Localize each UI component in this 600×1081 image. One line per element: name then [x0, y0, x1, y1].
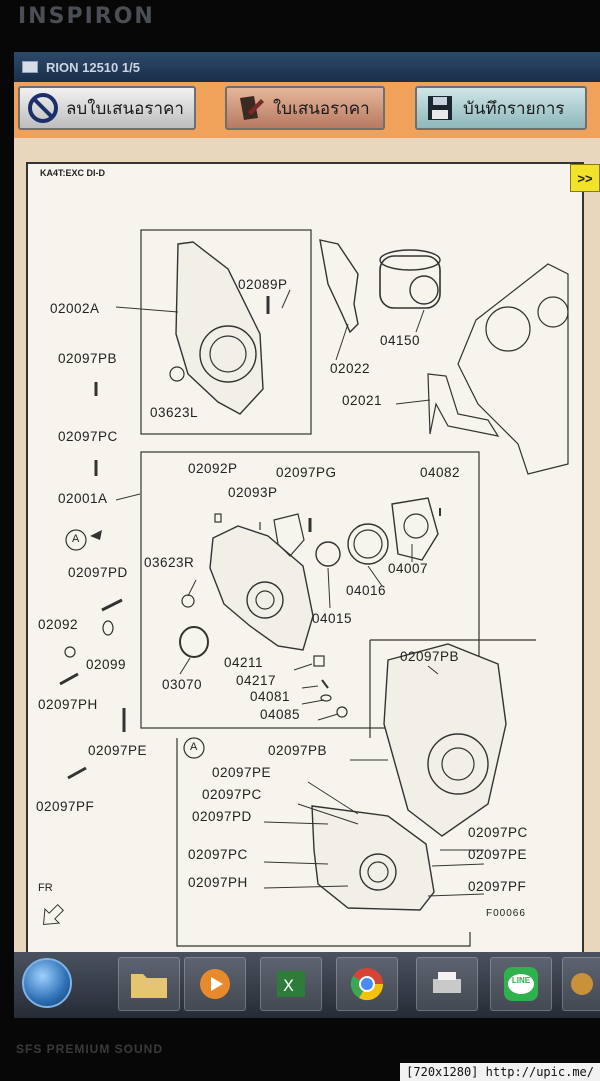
callout-02097ph: 02097PH	[38, 697, 98, 712]
printer-icon[interactable]	[416, 957, 478, 1011]
cover-view-a-lower	[311, 805, 435, 911]
gasket-02022	[319, 239, 359, 334]
view-a-marker-circle-2	[183, 737, 205, 759]
chrome-icon[interactable]	[336, 957, 398, 1011]
callout-02099: 02099	[86, 657, 127, 672]
parts-diagram	[42, 229, 569, 947]
callout-view-a-02097pe: 02097PE	[212, 765, 272, 780]
callout-view-a-02097pc-left: 02097PC	[188, 847, 248, 862]
callout-04016: 04016	[346, 583, 387, 598]
media-player-icon[interactable]	[184, 957, 246, 1011]
quotation-label: ใบเสนอราคา	[273, 98, 370, 119]
front-label: FR	[38, 882, 53, 894]
callout-02097pg: 02097PG	[276, 465, 337, 480]
view-a-marker-label: A	[72, 533, 80, 545]
svg-text:X: X	[283, 976, 294, 995]
oil-seal-03623r	[181, 594, 195, 608]
callout-view-a-02097ph: 02097PH	[188, 875, 248, 890]
pump-cover	[273, 513, 305, 557]
callout-view-a-02097pb-top: 02097PB	[400, 649, 460, 664]
front-arrow-icon	[42, 903, 65, 926]
excel-icon[interactable]: X	[260, 957, 322, 1011]
callout-04007: 04007	[388, 561, 429, 576]
window-title: RION 12510 1/5	[46, 59, 140, 75]
callout-02097pf: 02097PF	[36, 799, 95, 814]
watermark: [720x1280] http://upic.me/	[400, 1063, 600, 1081]
document-pencil-icon	[233, 91, 267, 125]
callout-04211: 04211	[224, 655, 264, 670]
callout-02097pe: 02097PE	[88, 743, 148, 758]
save-record-label: บันทึกรายการ	[463, 98, 565, 119]
middle-group-frame	[140, 451, 480, 729]
callout-03623r: 03623R	[144, 555, 195, 570]
line-icon-label: LINE	[511, 976, 531, 985]
save-record-button[interactable]: บันทึกรายการ	[415, 86, 587, 130]
oil-pump-case	[209, 525, 314, 651]
bottom-brand: SFS PREMIUM SOUND	[16, 1042, 164, 1056]
callout-04082: 04082	[420, 465, 461, 480]
callout-03623l: 03623L	[150, 405, 199, 420]
cover-view-a-upper	[383, 643, 507, 837]
window-titlebar: RION 12510 1/5	[14, 52, 600, 82]
pump-cover-04007	[391, 497, 439, 561]
callout-04217: 04217	[236, 673, 277, 688]
callout-04085: 04085	[260, 707, 301, 722]
prohibited-icon	[26, 91, 60, 125]
callout-view-a-02097pf: 02097PF	[468, 879, 527, 894]
next-page-button[interactable]: >>	[570, 164, 600, 192]
callout-view-a-02097pd: 02097PD	[192, 809, 252, 824]
callout-02021: 02021	[342, 393, 383, 408]
callout-02002a: 02002A	[50, 301, 100, 316]
callout-02097pd: 02097PD	[68, 565, 128, 580]
callout-view-a-02097pc: 02097PC	[202, 787, 262, 802]
window-app-icon	[22, 61, 38, 73]
callout-04015: 04015	[312, 611, 353, 626]
app-icon[interactable]	[562, 957, 600, 1011]
view-a-marker-circle	[65, 529, 87, 551]
toolbar: ลบใบเสนอราคา ใบเสนอราคา บันทึกรายการ	[14, 82, 600, 138]
upper-group-frame	[140, 229, 312, 435]
view-a-frame	[176, 738, 471, 947]
callout-view-a-02097pc-right: 02097PC	[468, 825, 528, 840]
outer-rotor-04016	[347, 523, 389, 565]
figure-code: F00066	[486, 908, 526, 919]
delete-quotation-label: ลบใบเสนอราคา	[66, 98, 184, 119]
callout-02093p: 02093P	[228, 485, 278, 500]
gasket-02021	[427, 373, 500, 437]
oil-seal-03623l	[169, 366, 185, 382]
callout-view-a-02097pb: 02097PB	[268, 743, 328, 758]
callout-02097pb: 02097PB	[58, 351, 118, 366]
callout-04150: 04150	[380, 333, 421, 348]
callout-03070: 03070	[162, 677, 203, 692]
inner-rotor-04015	[315, 541, 341, 567]
delete-quotation-button[interactable]: ลบใบเสนอราคา	[18, 86, 196, 130]
taskbar: X LINE	[14, 952, 600, 1018]
callout-02001a: 02001A	[58, 491, 108, 506]
model-code: KA4T:EXC DI-D	[40, 168, 106, 178]
callout-02097pc: 02097PC	[58, 429, 118, 444]
folder-icon[interactable]	[118, 957, 180, 1011]
line-icon[interactable]: LINE	[490, 957, 552, 1011]
view-a-arrow	[90, 530, 102, 540]
oil-filter-04150	[379, 255, 441, 309]
callout-02022: 02022	[330, 361, 371, 376]
laptop-brand: INSPIRON	[18, 4, 155, 29]
timing-cover-left	[175, 241, 264, 415]
quotation-button[interactable]: ใบเสนอราคา	[225, 86, 385, 130]
oil-seal-03070	[179, 626, 209, 658]
callout-02092: 02092	[38, 617, 79, 632]
engine-block	[457, 263, 569, 475]
parts-diagram-viewer: KA4T:EXC DI-D	[26, 162, 584, 958]
windows-start-icon[interactable]	[22, 958, 72, 1008]
callout-02089p: 02089P	[238, 277, 288, 292]
callout-view-a-02097pe-right: 02097PE	[468, 847, 528, 862]
view-a-marker-label-2: A	[190, 741, 198, 753]
floppy-disk-icon	[423, 91, 457, 125]
screen: RION 12510 1/5 ลบใบเสนอราคา ใบเสนอราคา บ…	[14, 52, 600, 1018]
callout-04081: 04081	[250, 689, 291, 704]
callout-02092p: 02092P	[188, 461, 238, 476]
